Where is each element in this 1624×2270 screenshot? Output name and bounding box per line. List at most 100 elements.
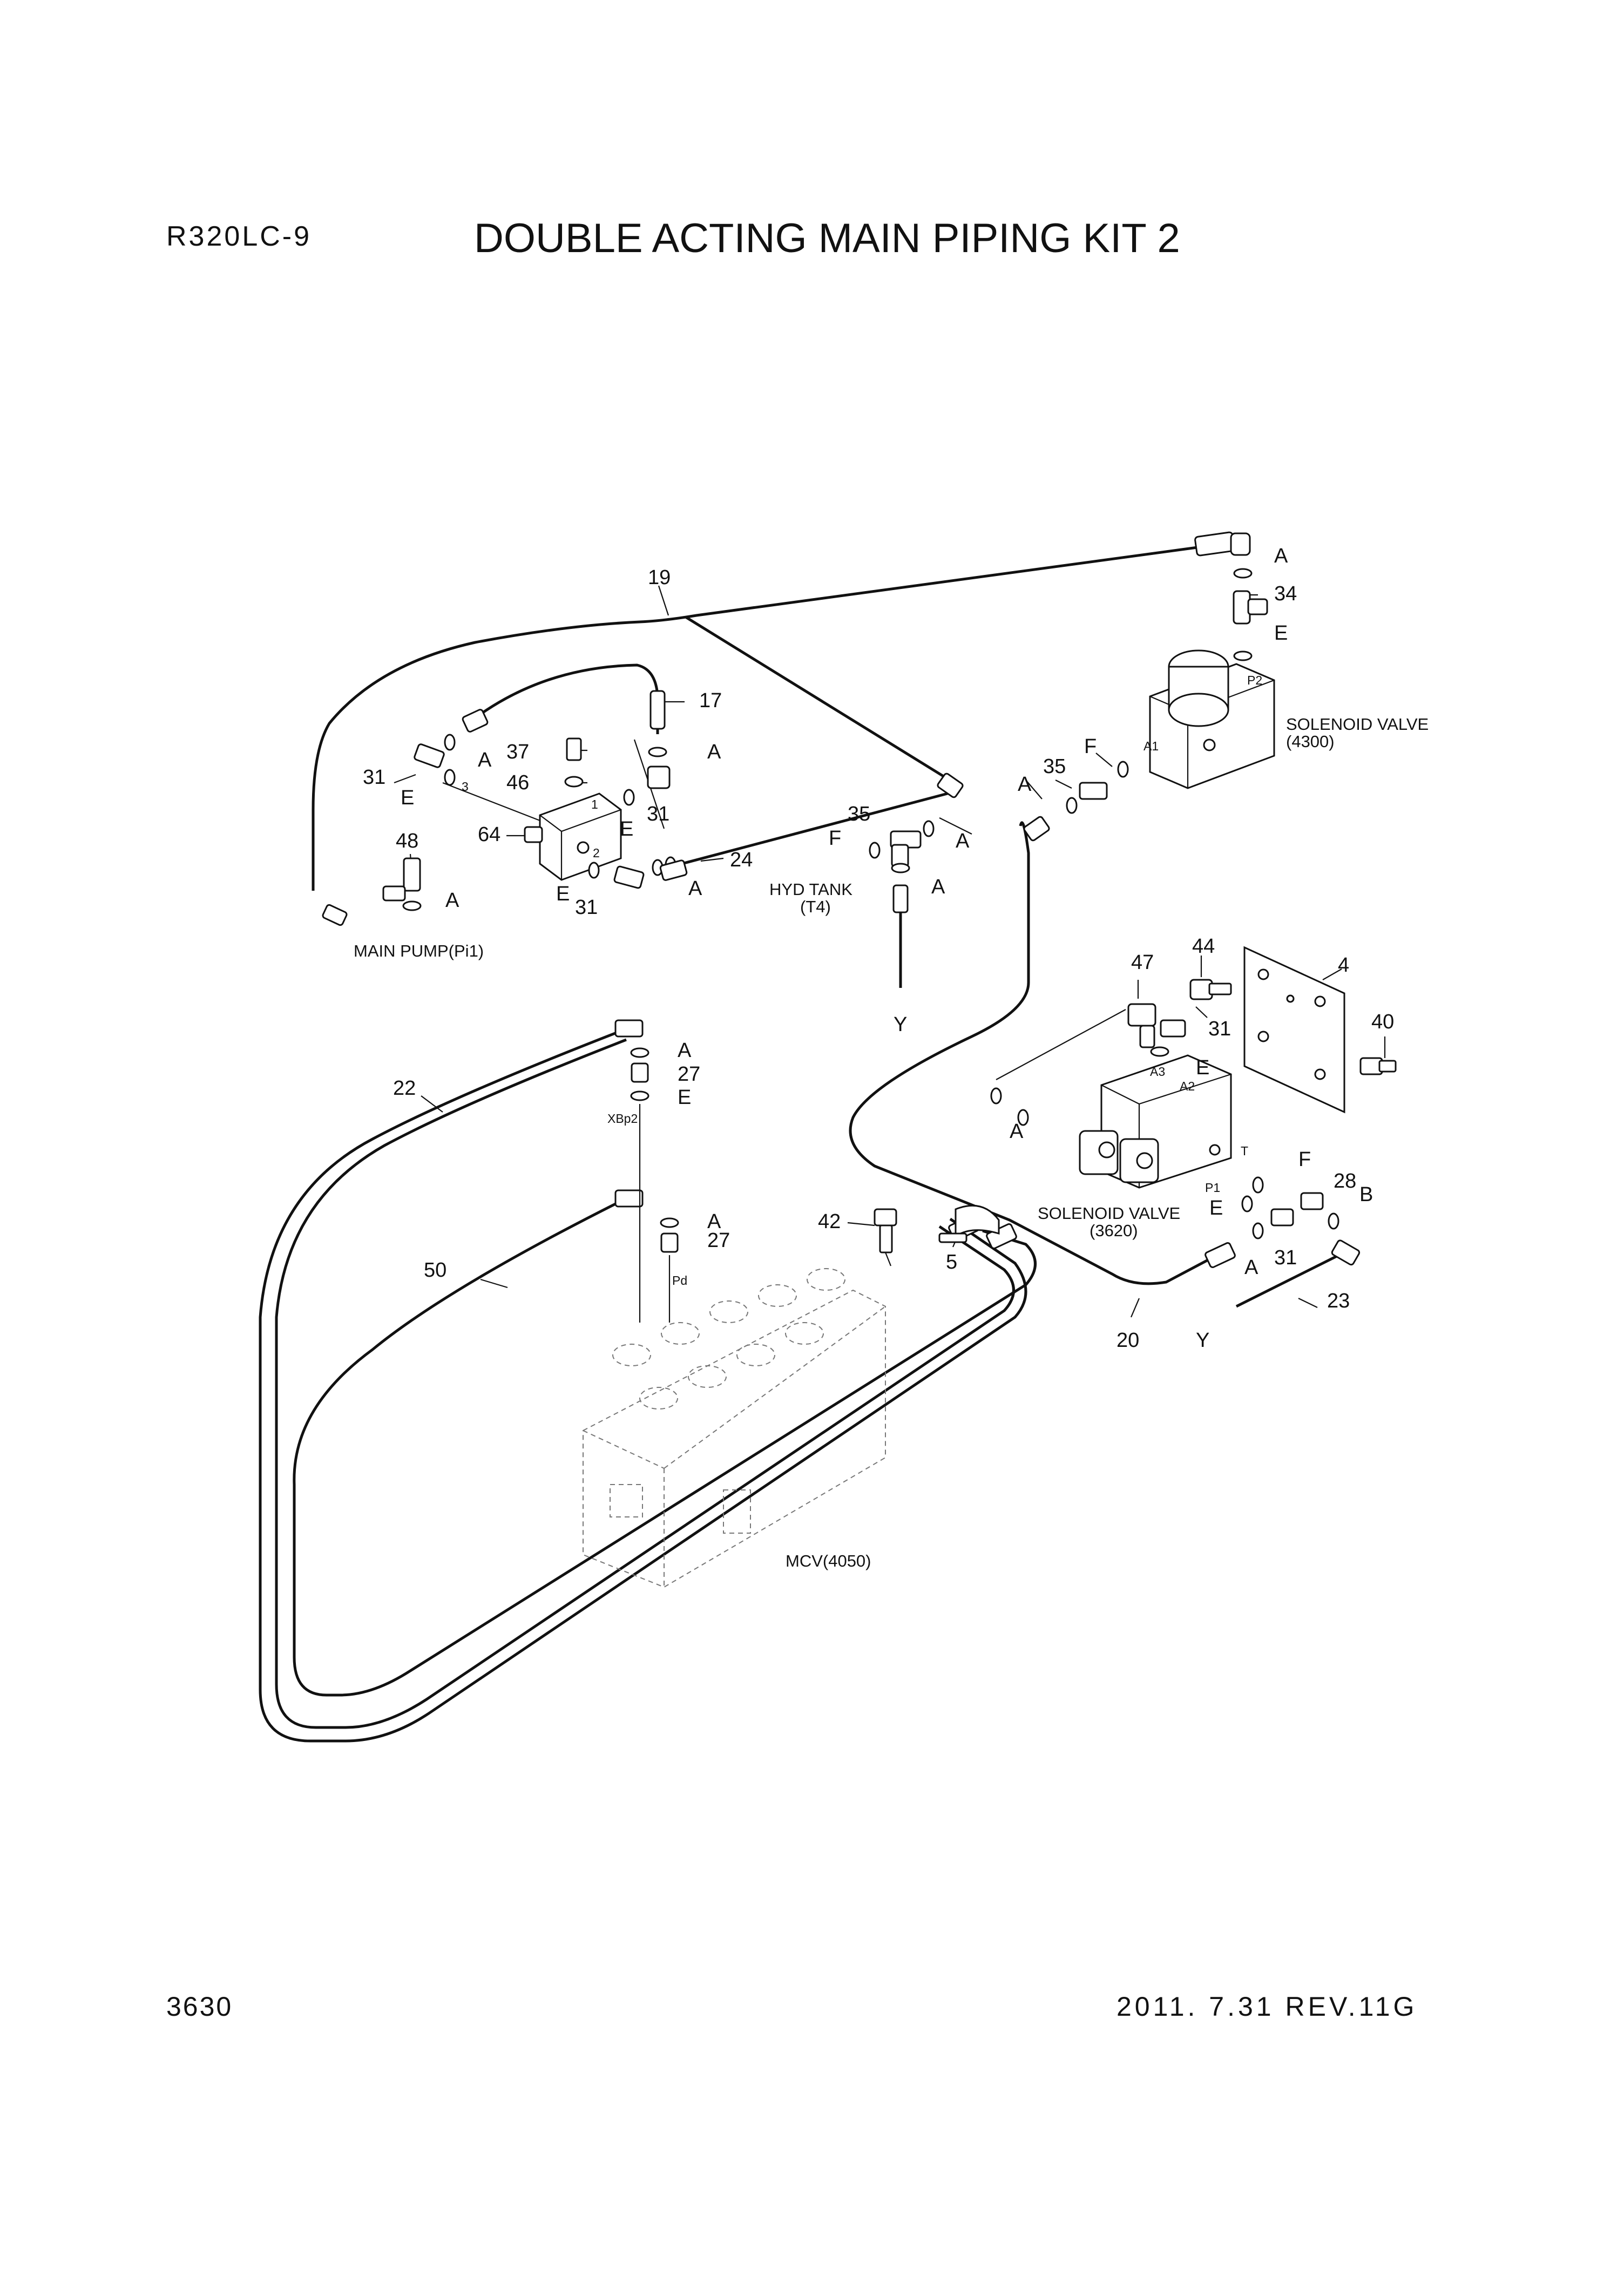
bolt-42 (874, 1208, 897, 1266)
revision-date: 2011. 7.31 REV.11G (1116, 1991, 1418, 2022)
callout-34: 34 (1274, 582, 1297, 605)
port-pd: Pd (672, 1273, 687, 1288)
hose-24 (661, 790, 956, 871)
port-a2: A2 (1180, 1079, 1195, 1093)
label-solenoid-valve-3620-line1: SOLENOID VALVE (1038, 1204, 1180, 1223)
callout-19: 19 (648, 566, 671, 589)
letter-e: E (556, 883, 570, 905)
hose-50 (293, 1197, 1037, 1697)
letter-f: F (1298, 1148, 1311, 1171)
clamp-5 (938, 1204, 1000, 1243)
callout-23: 23 (1327, 1290, 1350, 1312)
callout-46: 46 (506, 771, 529, 794)
letter-a: A (445, 889, 459, 912)
label-solenoid-valve-4300-line1: SOLENOID VALVE (1286, 715, 1429, 734)
letter-e: E (1209, 1197, 1223, 1219)
bolt-40 (1359, 1057, 1397, 1075)
letter-a: A (478, 749, 492, 771)
hose-22 (259, 1027, 1027, 1743)
letter-a: A (1010, 1120, 1024, 1143)
page-title: DOUBLE ACTING MAIN PIPING KIT 2 (474, 215, 1180, 261)
bolt-37 (564, 737, 584, 788)
letter-f: F (829, 827, 841, 850)
callout-35-b: 35 (1043, 755, 1066, 778)
letter-b: B (1359, 1183, 1373, 1206)
label-hyd-tank-line2: (T4) (800, 897, 831, 916)
letter-y: Y (894, 1013, 907, 1036)
callout-31-c: 31 (575, 896, 598, 919)
part-callouts: 19 17 37 46 31 31 31 64 48 24 35 35 34 2… (363, 566, 1394, 1352)
fitting-17 (648, 690, 667, 757)
letter-a: A (707, 1210, 721, 1233)
letter-a: A (956, 830, 970, 852)
hose-17 (474, 663, 659, 734)
callout-27-a: 27 (678, 1063, 700, 1086)
connection-letters: A E A A E E E A A F A A Y F A A E A E A … (401, 545, 1373, 1352)
fittings-27 (630, 1047, 679, 1323)
hose-23 (1235, 1253, 1340, 1308)
port-t: T (1241, 1144, 1248, 1158)
model-number: R320LC-9 (166, 221, 312, 252)
letter-e: E (1274, 622, 1288, 645)
label-hyd-tank-line1: HYD TANK (769, 880, 852, 899)
callout-31-d: 31 (1208, 1018, 1231, 1040)
callout-5: 5 (946, 1251, 957, 1273)
leader-lines (394, 585, 1386, 1318)
letter-e: E (678, 1086, 691, 1109)
plate-4 (1243, 946, 1345, 1114)
solenoid-valve-4300-body (1149, 649, 1275, 789)
label-solenoid-valve-3620-line2: (3620) (1090, 1221, 1138, 1240)
callout-20: 20 (1116, 1329, 1139, 1352)
label-solenoid-valve-4300: SOLENOID VALVE (4300) (1286, 715, 1433, 751)
label-mcv: MCV(4050) (786, 1551, 871, 1570)
callout-17: 17 (699, 689, 722, 712)
port-3: 3 (462, 780, 469, 794)
elbow-31-a (414, 734, 676, 889)
tank-fitting (892, 884, 909, 913)
letter-e: E (401, 787, 414, 809)
letter-a: A (931, 876, 945, 898)
hose-20 (849, 821, 1213, 1285)
letter-a: A (1018, 773, 1032, 796)
callout-50: 50 (424, 1259, 446, 1282)
port-2: 2 (593, 846, 600, 860)
callout-37: 37 (506, 741, 529, 763)
label-solenoid-valve-4300-line2: (4300) (1286, 732, 1335, 751)
hose-19 (312, 543, 1222, 891)
port-a1: A1 (1143, 739, 1159, 753)
port-labels: P2 A1 A2 A3 T P1 XBp2 Pd 1 2 3 (462, 673, 1262, 1288)
component-labels: SOLENOID VALVE (4300) SOLENOID VALVE (36… (354, 715, 1433, 1570)
callout-31-a: 31 (363, 766, 385, 789)
callout-47: 47 (1131, 951, 1154, 974)
port-xbp2: XBp2 (607, 1112, 638, 1126)
letter-a: A (678, 1039, 692, 1062)
callout-27-b: 27 (707, 1229, 730, 1252)
port-p2: P2 (1247, 673, 1262, 687)
letter-f: F (1084, 735, 1097, 758)
callout-31-b: 31 (647, 803, 669, 825)
tee-35 (869, 761, 1129, 873)
callout-44: 44 (1192, 935, 1215, 958)
port-p1: P1 (1205, 1181, 1220, 1195)
solenoid-valve-3620-body (1079, 1054, 1232, 1189)
callout-40: 40 (1371, 1011, 1394, 1033)
letter-y: Y (1196, 1329, 1209, 1352)
tee-48 (322, 857, 422, 926)
letter-a: A (1244, 1256, 1258, 1279)
bolt-44 (1189, 979, 1232, 1000)
callout-4: 4 (1338, 954, 1349, 977)
callout-64: 64 (478, 823, 500, 846)
callout-22: 22 (393, 1077, 416, 1100)
connectors-28-31 (1241, 1176, 1339, 1239)
mcv-4050-body (583, 1268, 886, 1588)
callout-35-a: 35 (848, 803, 870, 825)
page-number: 3630 (166, 1991, 233, 2022)
letter-e: E (1196, 1056, 1209, 1079)
letter-e: E (620, 818, 633, 841)
port-a3: A3 (1150, 1065, 1165, 1079)
port-1: 1 (591, 797, 598, 811)
letter-a: A (1274, 545, 1288, 567)
label-main-pump: MAIN PUMP(Pi1) (354, 941, 484, 960)
callout-31-e: 31 (1274, 1246, 1297, 1269)
block-64 (524, 792, 622, 881)
